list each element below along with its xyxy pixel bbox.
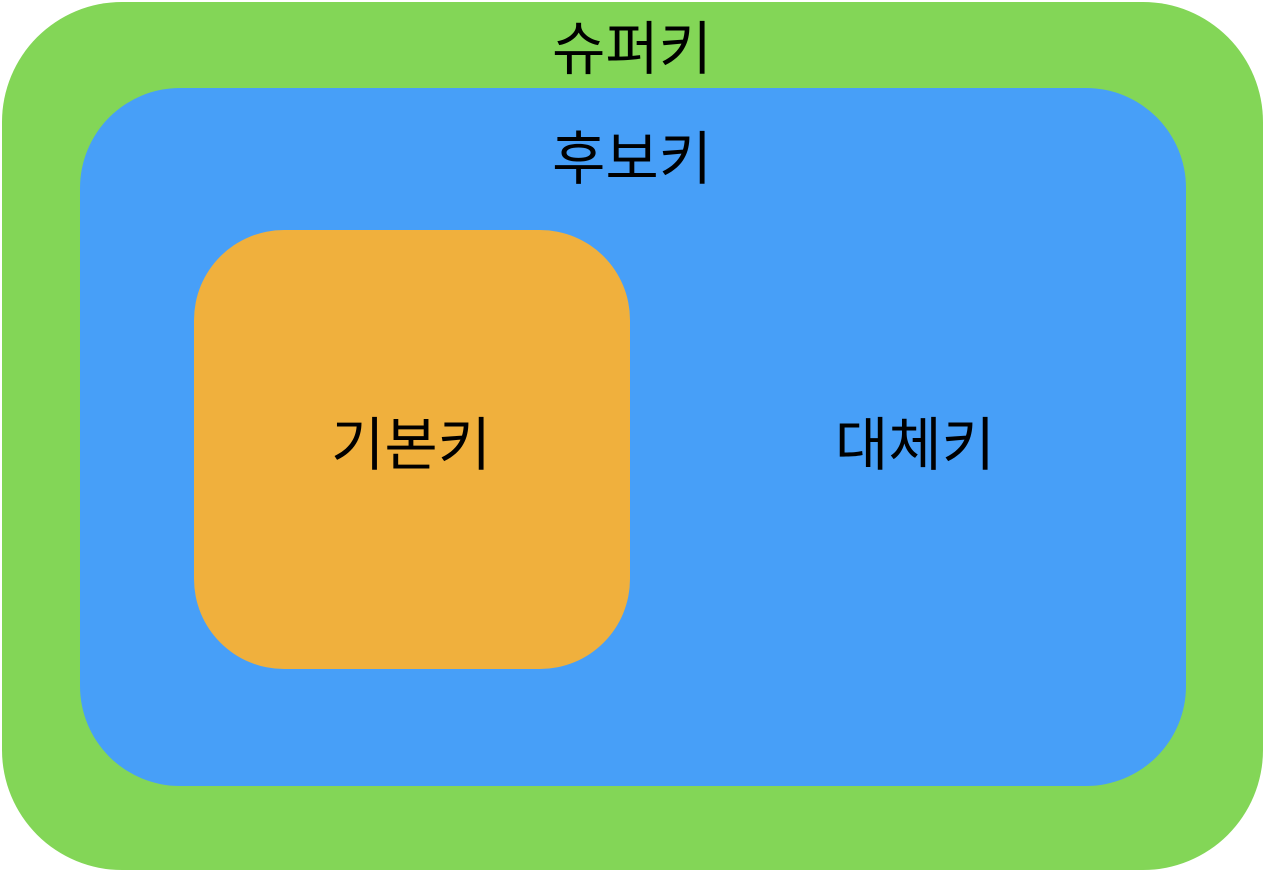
superkey-label: 슈퍼키	[551, 15, 713, 83]
primary-key-label: 기본키	[330, 411, 492, 479]
primary-key-region	[194, 230, 630, 669]
candidate-key-label: 후보키	[551, 125, 713, 193]
alternate-key-label: 대체키	[834, 411, 996, 479]
